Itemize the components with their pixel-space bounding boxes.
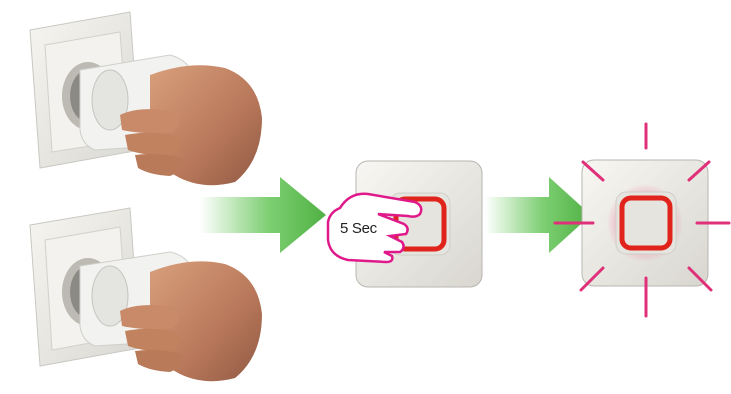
press-duration-label: 5 Sec — [340, 220, 377, 237]
green-arrow-1 — [200, 175, 330, 255]
plug-in-illustration-top — [0, 0, 270, 190]
device-button-blinking — [545, 120, 731, 320]
